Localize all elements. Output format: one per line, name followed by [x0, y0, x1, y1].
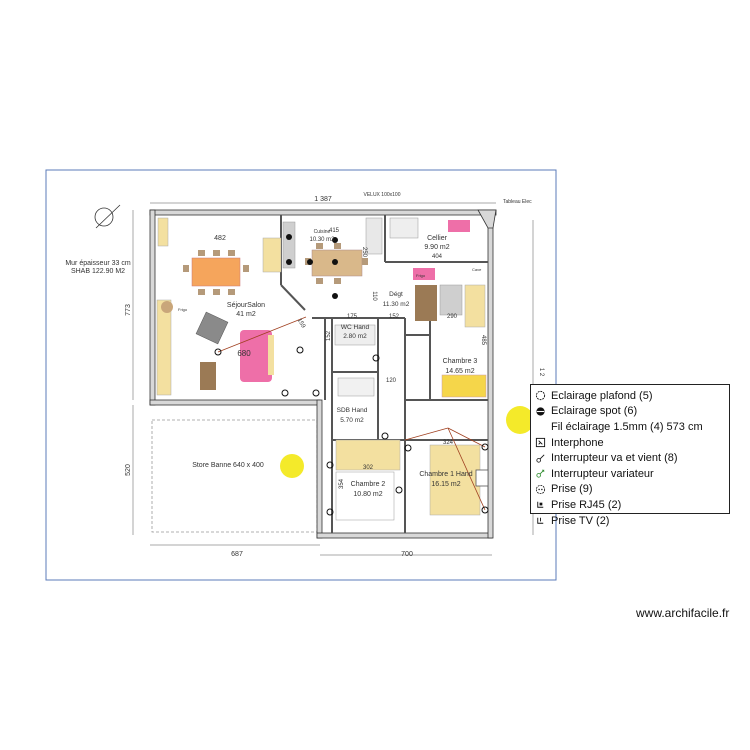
legend-row-outlet: Prise (9)	[535, 482, 725, 498]
legend-label: Interrupteur variateur	[551, 467, 654, 480]
outdoor-light	[280, 454, 304, 478]
dim-302: 302	[363, 465, 374, 471]
dim-120: 120	[386, 378, 397, 384]
legend-row-wire: Fil éclairage 1.5mm (4) 573 cm	[535, 419, 725, 435]
room-name-cellier: Cellier	[427, 235, 448, 242]
room-area-cellier: 9.90 m2	[424, 244, 449, 251]
velux-label: VELUX 100x100	[364, 192, 401, 198]
legend-label: Eclairage plafond (5)	[551, 389, 653, 402]
dim-404: 404	[432, 254, 443, 260]
spotlight-icon	[536, 407, 545, 416]
room-area-wc: 2.80 m2	[343, 333, 367, 340]
store-banne-label: Store Banne 640 x 400	[192, 462, 264, 469]
header-dimension: 1 387	[314, 196, 332, 203]
room-name-chambre2: Chambre 2	[351, 481, 386, 488]
dim-110: 110	[371, 291, 377, 301]
tableau-label: Tableau Elec	[503, 199, 532, 205]
lighting-wires	[217, 316, 486, 511]
dim-175: 175	[347, 314, 358, 320]
dimension-lines	[132, 202, 534, 556]
plan-texts: 1 387 VELUX 100x100 Tableau Elec Mur épa…	[65, 192, 544, 558]
legend-label: Eclairage spot (6)	[551, 405, 638, 418]
wall-note: Mur épaisseur 33 cm	[65, 260, 131, 267]
dim-680: 680	[237, 349, 251, 358]
room-area-sdb: 5.70 m2	[340, 417, 364, 424]
intercom-icon	[535, 437, 546, 448]
compass-icon	[94, 204, 121, 229]
dim-152: 152	[389, 314, 400, 320]
rj45-outlet-icon	[537, 502, 544, 509]
legend-label: Fil éclairage 1.5mm (4) 573 cm	[551, 420, 703, 433]
bottom-dim-2: 700	[401, 551, 413, 558]
tv-outlet-icon	[537, 517, 544, 524]
legend-row-rj45: Prise RJ45 (2)	[535, 497, 725, 513]
dim-290: 290	[447, 314, 458, 320]
room-name-cuisine: Cuisine	[314, 229, 331, 235]
right-dim: 1 2	[538, 368, 544, 377]
legend-row-tv: Prise TV (2)	[535, 513, 725, 529]
dim-159: 159	[296, 318, 307, 330]
room-area-sejour: 41 m2	[236, 311, 256, 318]
fixture-label-3: Cave	[472, 267, 482, 272]
dim-415: 415	[329, 228, 340, 234]
shab-note: SHAB 122.90 M2	[71, 268, 125, 275]
dim-250: 250	[361, 247, 367, 258]
legend-label: Interphone	[551, 436, 604, 449]
outdoor-light-right	[506, 406, 534, 434]
dim-324: 324	[443, 440, 454, 446]
dim-354: 354	[339, 478, 345, 489]
dim-485: 485	[480, 335, 486, 346]
legend-label: Prise RJ45 (2)	[551, 498, 622, 511]
legend-label: Interrupteur va et vient (8)	[551, 452, 678, 465]
corner-wall	[477, 209, 497, 229]
room-name-degt: Dégt	[389, 291, 403, 298]
room-area-chambre1: 16.15 m2	[431, 481, 460, 488]
exterior-walls	[149, 209, 497, 539]
legend-label: Prise TV (2)	[551, 514, 610, 527]
dimmer-switch-icon	[536, 469, 545, 478]
legend: Eclairage plafond (5) Eclairage spot (6)…	[530, 384, 730, 527]
fixture-label-2: Frigo	[416, 273, 426, 278]
legend-label: Prise (9)	[551, 483, 593, 496]
furniture	[156, 217, 489, 521]
ceiling-light-icon	[535, 391, 546, 401]
fixture-label-1: Frigo	[178, 307, 188, 312]
wire-icon	[535, 421, 546, 432]
site-credit[interactable]: www.archifacile.fr	[636, 606, 730, 620]
room-area-cuisine: 10.30 m2	[309, 237, 335, 243]
left-dim-1: 773	[125, 304, 132, 316]
dim-482: 482	[214, 235, 226, 242]
electrical-symbols	[214, 234, 489, 516]
room-area-chambre3: 14.65 m2	[445, 368, 474, 375]
room-name-chambre3: Chambre 3	[443, 358, 478, 365]
room-name-wc: WC Hand	[341, 324, 370, 331]
bottom-dim-1: 687	[231, 551, 243, 558]
legend-row-intercom: Interphone	[535, 435, 725, 451]
legend-row-spotlight: Eclairage spot (6)	[535, 404, 725, 420]
two-way-switch-icon	[536, 454, 545, 463]
room-area-chambre2: 10.80 m2	[353, 491, 382, 498]
dim-152b: 152	[326, 330, 332, 341]
legend-row-two-way-switch: Interrupteur va et vient (8)	[535, 450, 725, 466]
legend-row-ceiling-light: Eclairage plafond (5)	[535, 388, 725, 404]
room-name-sdb: SDB Hand	[337, 407, 368, 414]
room-area-degt: 11.30 m2	[383, 301, 410, 308]
legend-row-dimmer-switch: Interrupteur variateur	[535, 466, 725, 482]
room-name-sejour: SéjourSalon	[227, 302, 265, 309]
outlet-icon	[535, 484, 546, 494]
left-dim-2: 520	[125, 464, 132, 476]
room-name-chambre1: Chambre 1 Hand	[419, 471, 472, 478]
